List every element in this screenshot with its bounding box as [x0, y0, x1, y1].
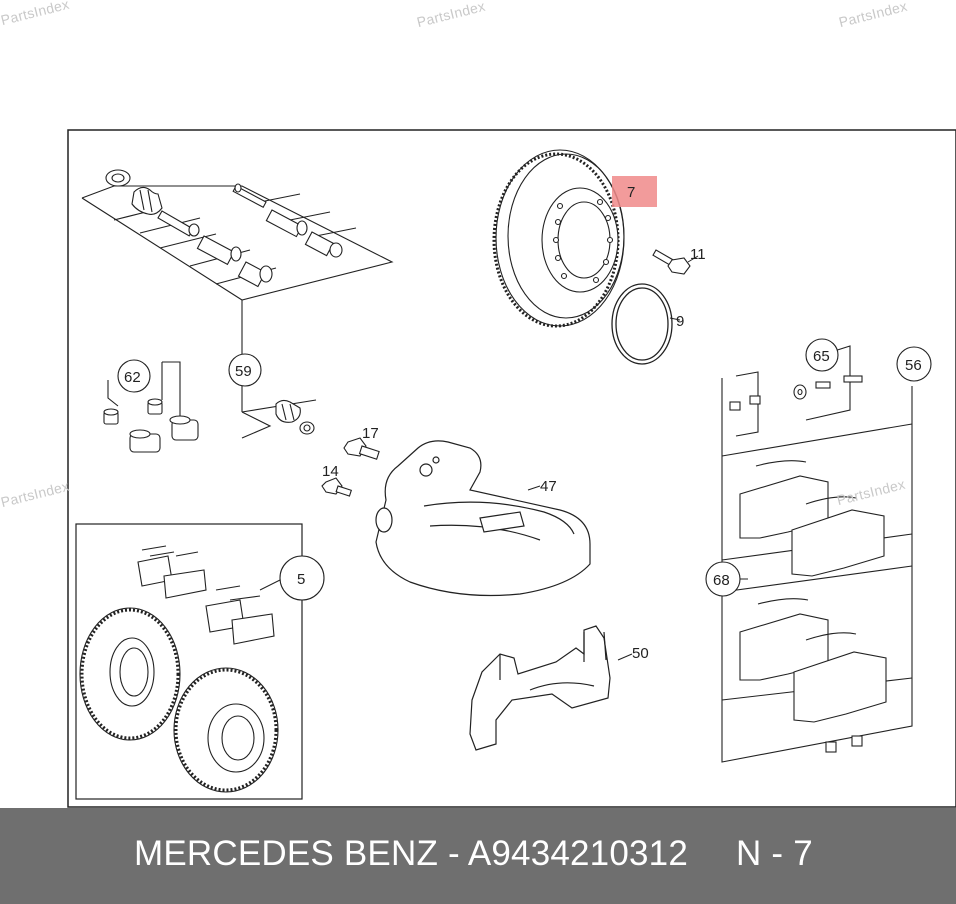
leader-11 [687, 255, 699, 263]
callout-14: 14 [322, 463, 339, 480]
brake-disc-drawing [492, 149, 625, 328]
bolt-17-drawing [343, 437, 380, 460]
callout-62: 62 [124, 369, 141, 386]
callout-65: 65 [813, 348, 830, 365]
callout-11: 11 [690, 246, 706, 263]
callout-circles [117, 338, 932, 601]
callout-50: 50 [632, 645, 649, 662]
footer-part-number: A9434210312 [467, 834, 689, 873]
bolt-14-drawing [321, 477, 353, 497]
bolt-11-drawing [652, 249, 691, 275]
callout-9: 9 [676, 313, 684, 330]
callout-59: 59 [235, 363, 252, 380]
callout-17: 17 [362, 425, 379, 442]
kit-5-drawing [79, 545, 279, 793]
brake-pads-drawing [729, 375, 887, 753]
callout-5: 5 [297, 571, 305, 588]
footer-separator: - [438, 834, 468, 873]
callout-7-highlight [612, 176, 657, 207]
footer-bar [0, 808, 956, 904]
leader-9 [669, 317, 681, 321]
carrier-50-drawing [469, 625, 611, 751]
footer-caption: MERCEDES BENZ - A9434210312 N - 7 [134, 834, 813, 874]
callout-68: 68 [713, 572, 730, 589]
kit-inset-box [75, 523, 303, 800]
callout-47: 47 [540, 478, 557, 495]
guide-pin-kit-drawing [81, 169, 394, 301]
footer-position: N - 7 [736, 834, 813, 873]
boot-and-cap-drawing [275, 399, 315, 435]
callout-7: 7 [627, 184, 635, 201]
leader-47 [527, 485, 541, 491]
callout-56: 56 [905, 357, 922, 374]
caliper-47-drawing [375, 440, 591, 597]
leader-50 [617, 653, 633, 661]
footer-brand: MERCEDES BENZ [134, 834, 439, 873]
diagram-frame [67, 129, 956, 808]
caps-62-drawing [103, 361, 199, 453]
seal-ring-9-drawing [611, 283, 673, 365]
